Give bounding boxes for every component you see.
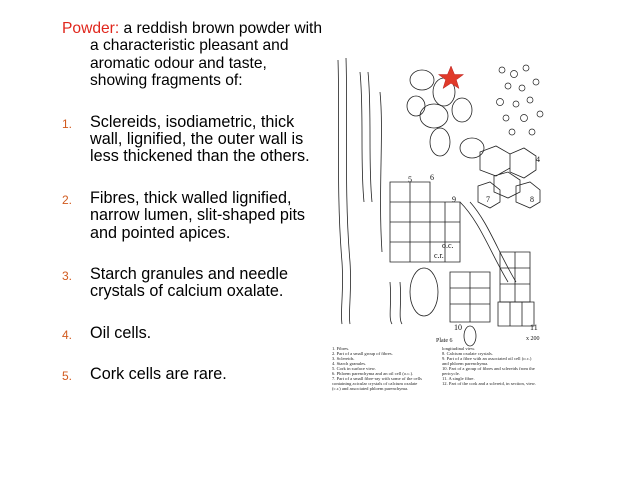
plate-label: Plate 6 [436, 338, 453, 344]
legend-line: longitudinal view. [442, 346, 475, 351]
figure-label: 9 [452, 195, 456, 204]
fibre-strand [367, 71, 373, 203]
plate-drawing: 9 4 5 6 7 8 o.c. c.r. 10 11 x 200 Plate … [332, 57, 544, 391]
powder-description: a reddish brown powder with a characteri… [90, 20, 323, 90]
list-item: 3. Starch granules and needle crystals o… [62, 265, 324, 301]
fibre-strand [337, 59, 343, 325]
scale-label: x 200 [526, 336, 540, 342]
fibre-strand [379, 91, 383, 253]
legend-line: 1. Fibres. [332, 346, 349, 351]
figure-label: 8 [530, 195, 534, 204]
list-text: Oil cells. [90, 323, 152, 342]
list-text: Sclereids, isodiametric, thick wall, lig… [90, 112, 310, 166]
sclereid-cell [409, 69, 435, 91]
legend-line: 5. Cork in surface view. [332, 366, 376, 371]
fibre-strand [359, 71, 365, 203]
legend-line: 4. Starch granules. [332, 361, 366, 366]
figure-label: 10 [454, 323, 462, 332]
sclereid-group [497, 301, 535, 327]
list-number: 2. [62, 192, 73, 207]
sclereid-cell [429, 127, 451, 157]
list-text: Fibres, thick walled lignified, narrow l… [90, 188, 306, 242]
list-text: Cork cells are rare. [90, 365, 227, 384]
legend-line: and phloem parenchyma. [442, 361, 488, 366]
figure-label: 5 [408, 175, 412, 184]
oil-cell [409, 267, 439, 317]
powder-intro: Powder: a reddish brown powder with a ch… [62, 20, 324, 90]
list-item: 4. Oil cells. [62, 323, 324, 342]
cork-cells [477, 181, 541, 209]
powder-lead: Powder: [62, 20, 120, 37]
legend-line: pericycle. [442, 371, 460, 376]
fibre-strand [389, 281, 403, 325]
list-item: 5. Cork cells are rare. [62, 365, 324, 384]
figure-label: 11 [530, 323, 538, 332]
list-number: 1. [62, 116, 73, 131]
sclereid-cell [406, 95, 426, 117]
list-item: 2. Fibres, thick walled lignified, narro… [62, 188, 324, 242]
figure-label: 4 [536, 155, 540, 164]
legend-line: 9. Part of a fibre with an associated oi… [442, 356, 532, 361]
cork-cells [479, 145, 537, 199]
ray-cells [499, 251, 531, 303]
list-text: Starch granules and needle crystals of c… [90, 265, 288, 301]
fibre-strand [345, 57, 351, 325]
sclereid-group [449, 271, 491, 323]
star-marker-icon [437, 65, 465, 90]
parenchyma-cells [430, 201, 461, 263]
legend-line: 3. Sclereids. [332, 356, 355, 361]
figure-label: o.c. [442, 241, 454, 250]
legend-line: 11. A single fibre. [442, 376, 475, 381]
figure-label: 7 [486, 195, 490, 204]
microscopy-plate-figure: 9 4 5 6 7 8 o.c. c.r. 10 11 x 200 Plate … [330, 52, 552, 398]
legend-line: containing acicular crystals of calcium … [332, 381, 417, 386]
single-fibre [463, 325, 477, 347]
figure-label: 6 [430, 173, 434, 182]
list-number: 3. [62, 269, 73, 284]
figure-label: c.r. [434, 251, 444, 260]
legend-line: 2. Part of a small group of fibres. [332, 351, 393, 356]
legend-line: 12. Part of the cork and a sclereid, in … [442, 381, 536, 387]
legend-line: (c.r.) and associated phloem parenchyma. [332, 386, 408, 391]
parenchyma-cells [389, 181, 431, 263]
sclereid-cell [451, 97, 473, 123]
legend-line: 8. Calcium oxalate crystals. [442, 351, 493, 356]
list-item: 1. Sclereids, isodiametric, thick wall, … [62, 112, 324, 166]
legend-line: 7. Part of a small fibre-ray with some o… [332, 376, 422, 381]
text-column: Powder: a reddish brown powder with a ch… [62, 20, 324, 408]
sclereid-cell [459, 137, 485, 159]
list-number: 4. [62, 327, 73, 342]
legend-line: 6. Phloem parenchyma and an oil cell (o.… [332, 371, 413, 376]
list-number: 5. [62, 369, 73, 384]
sclereid-cell [419, 103, 449, 129]
fibre-ray [459, 201, 517, 283]
legend-line: 10. Part of a group of fibres and sclere… [442, 366, 535, 371]
